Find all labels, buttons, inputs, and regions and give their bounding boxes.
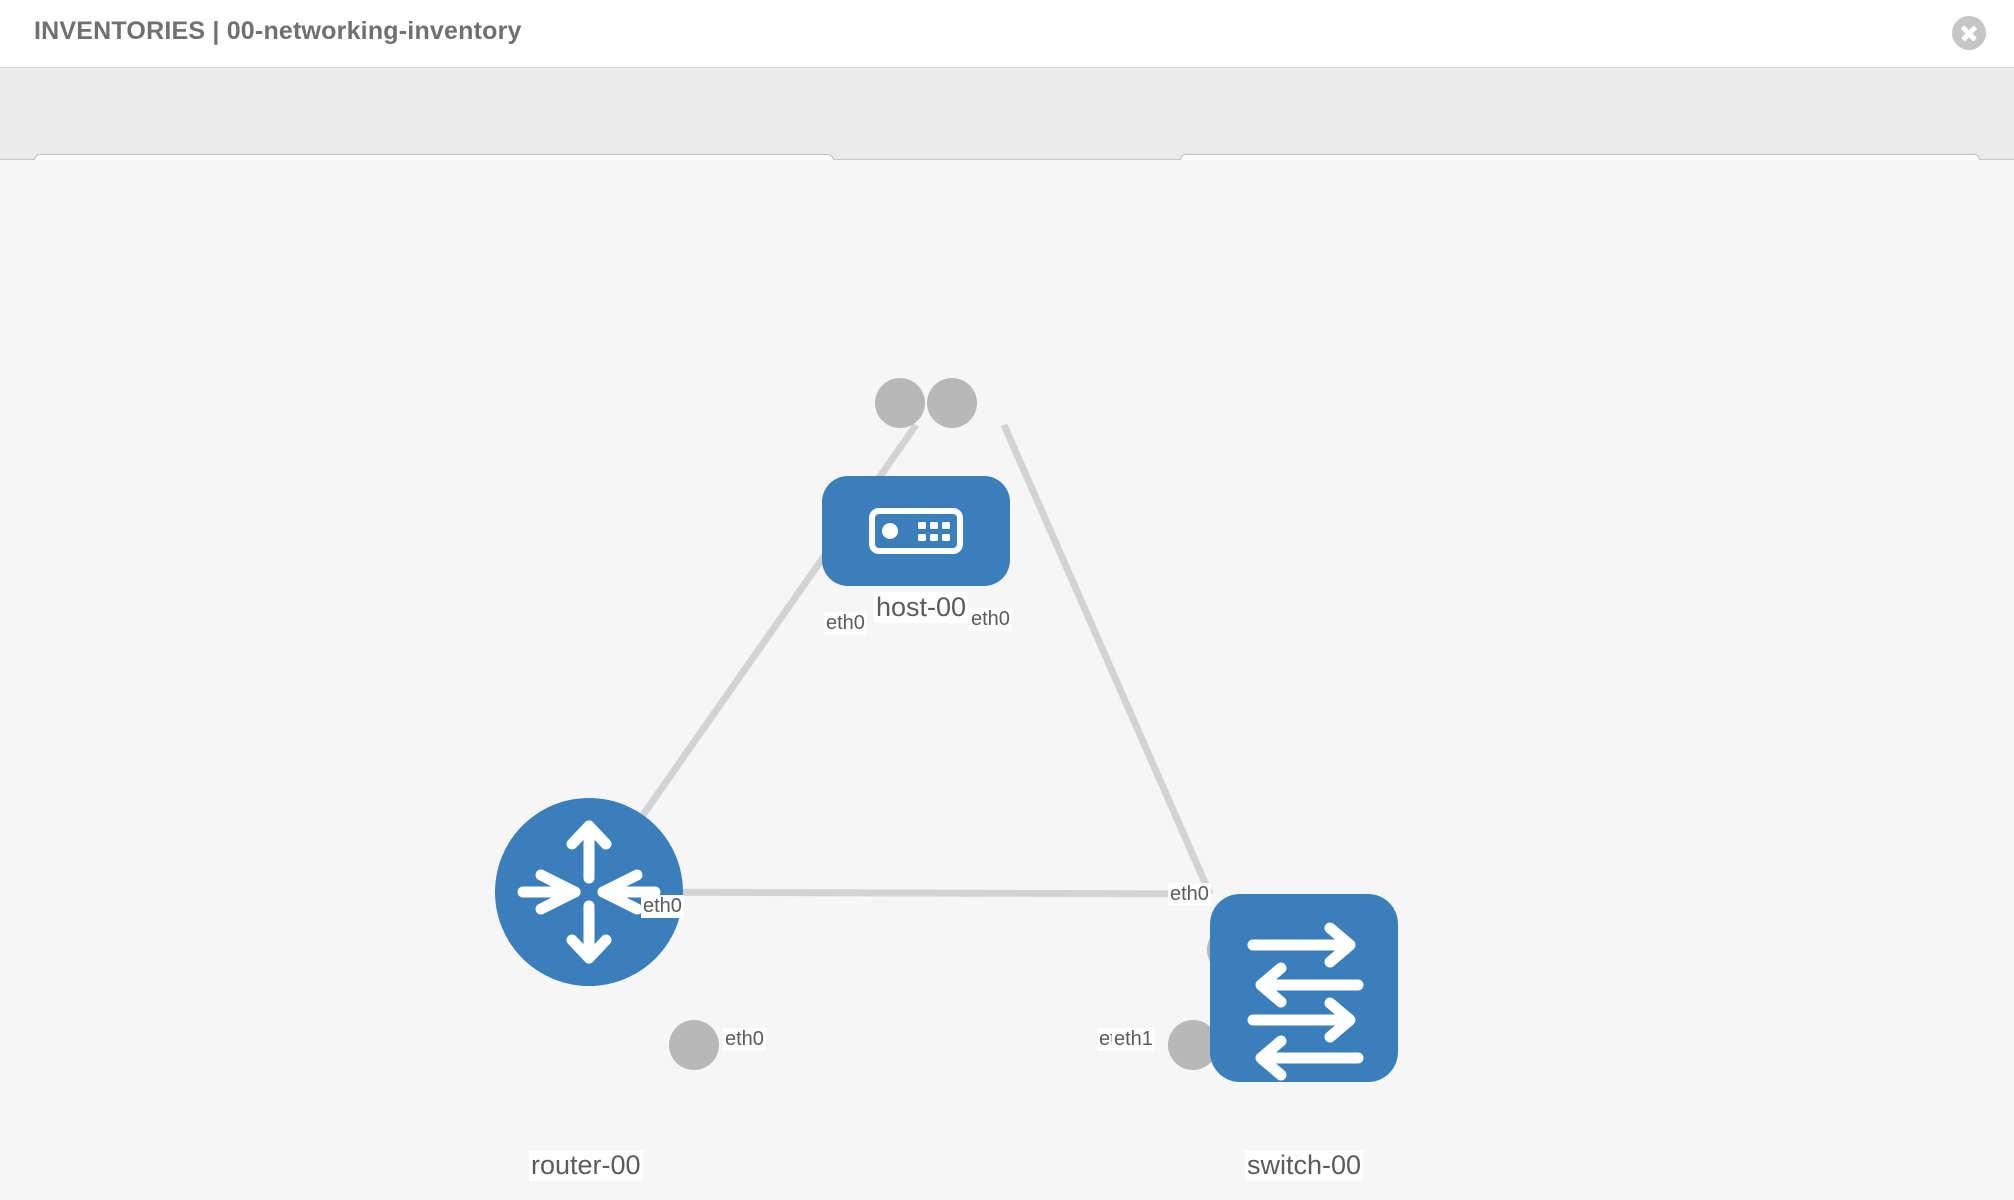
topology-graph	[495, 378, 1398, 1082]
connector-router00-east	[669, 1020, 719, 1070]
close-icon[interactable]	[1952, 16, 1986, 50]
edge-label-eth: eth1	[1112, 1028, 1155, 1051]
edge-label-eth: eth0	[641, 895, 684, 918]
topology-canvas[interactable]: host-00 router-00 switch-00 eth0 eth0 et…	[0, 160, 2014, 1200]
node-label-switch-00: switch-00	[1245, 1150, 1364, 1181]
toolbar: ACTIONS SEARCH	[0, 68, 2014, 209]
edge-label-eth: eth0	[969, 608, 1012, 631]
page-header: INVENTORIES | 00-networking-inventory	[0, 0, 2014, 68]
edge-label-eth: eth0	[824, 612, 867, 635]
edge-label-eth: eth0	[723, 1028, 766, 1051]
link-host00-switch00	[1000, 423, 1214, 896]
host-icon	[869, 508, 963, 554]
edge-label-eth: eth0	[1168, 883, 1211, 906]
node-label-host-00: host-00	[874, 592, 969, 623]
page-title: INVENTORIES | 00-networking-inventory	[34, 17, 522, 45]
connector-switch00-west	[1168, 1020, 1218, 1070]
node-host-00	[822, 476, 1010, 586]
node-router-00	[495, 798, 683, 986]
node-switch-00	[1210, 894, 1398, 1082]
router-icon	[517, 820, 661, 964]
connector-host00-left	[875, 378, 925, 428]
node-label-router-00: router-00	[529, 1150, 643, 1181]
switch-icon	[1247, 922, 1364, 1081]
connector-host00-right	[927, 378, 977, 428]
link-router00-switch00	[588, 888, 1211, 898]
